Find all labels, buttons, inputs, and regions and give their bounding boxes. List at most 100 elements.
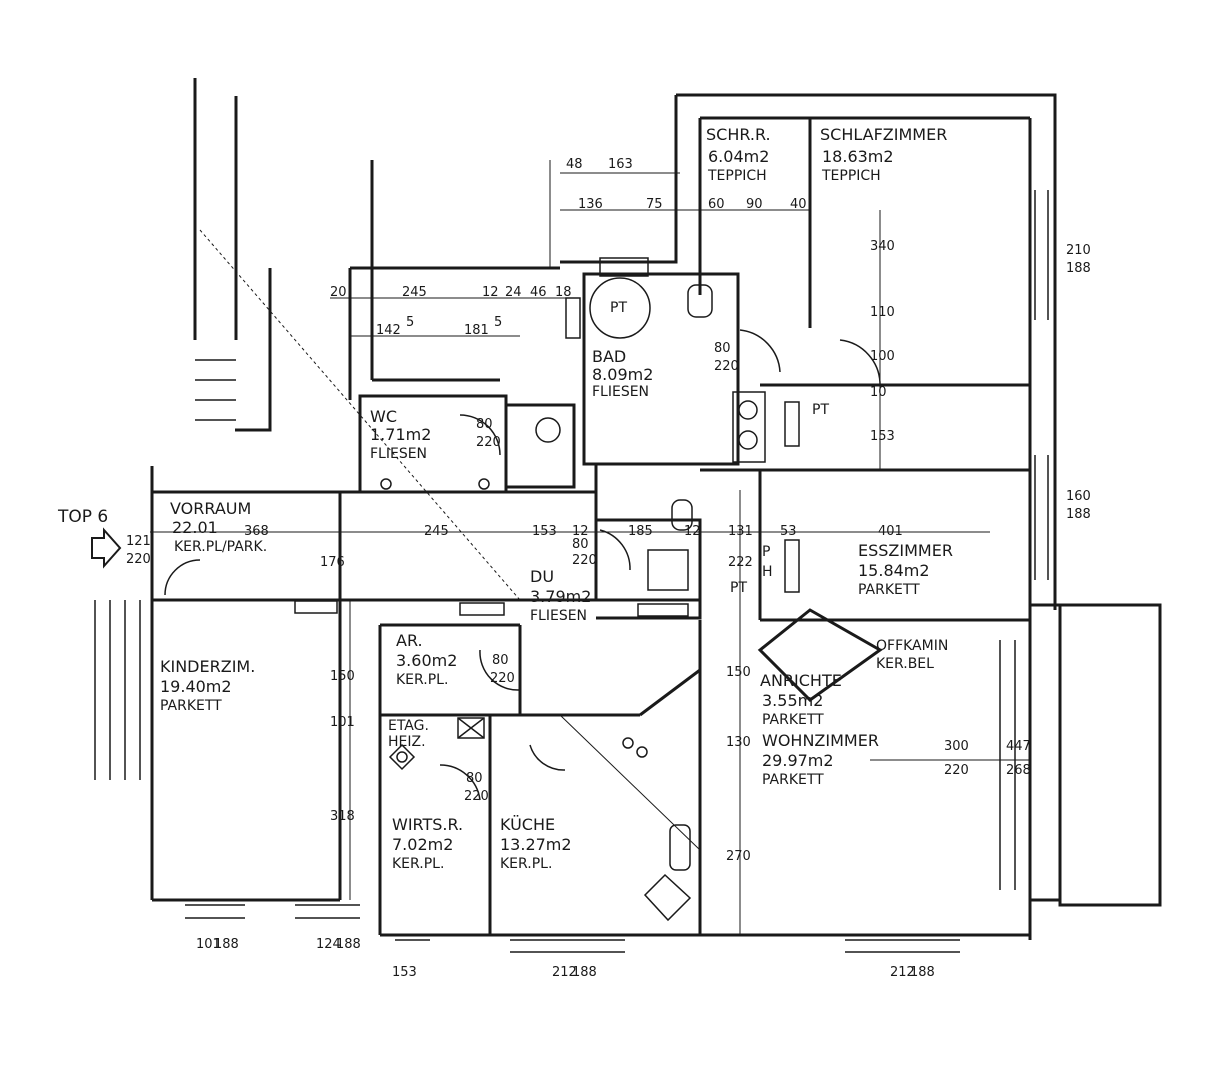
dim-label: 53 [780, 524, 797, 539]
dim-label: 12 [684, 524, 701, 539]
dim-label: 150 [726, 665, 751, 680]
dim-label: 5 [494, 315, 502, 330]
dim-label: 90 [746, 197, 763, 212]
dim-label: 40 [790, 197, 807, 212]
room-ar-area: 3.60m2 [396, 651, 457, 670]
dim-label: 188 [336, 937, 361, 952]
ph-label: P [762, 544, 770, 560]
room-schrank-area: 6.04m2 [708, 147, 769, 166]
dim-label: 220 [714, 359, 739, 374]
room-bad-floor: FLIESEN [592, 384, 649, 400]
dim-label: 101 [196, 937, 221, 952]
dim-label: 212 [890, 965, 915, 980]
dim-label: 368 [244, 524, 269, 539]
dim-label: 46 [530, 285, 547, 300]
room-du-floor: FLIESEN [530, 608, 587, 624]
entrance-arrow-icon [91, 527, 122, 569]
room-du-area: 3.79m2 [530, 587, 591, 606]
dim-label: 142 [376, 323, 401, 338]
windows [94, 190, 1049, 953]
dim-label: 185 [628, 524, 653, 539]
entrance-label: TOP 6 [57, 507, 108, 527]
radiator-icon [294, 600, 338, 614]
dim-label: 401 [878, 524, 903, 539]
dim-label: 270 [726, 849, 751, 864]
h-label: H [762, 564, 773, 580]
wc-bowl-icon [535, 417, 561, 443]
radiator-icon [637, 603, 689, 617]
dim-label: 12 [572, 524, 589, 539]
dimension-lines [150, 160, 1030, 935]
etag-line1: ETAG. [388, 718, 429, 734]
du-toilet-icon [671, 499, 693, 531]
dim-label: 20 [330, 285, 347, 300]
room-wirts-floor: KER.PL. [392, 856, 444, 872]
dim-label: 18 [555, 285, 572, 300]
dim-label: 124 [316, 937, 341, 952]
room-kueche-area: 13.27m2 [500, 835, 572, 854]
etag-line2: HEIZ. [388, 734, 426, 750]
room-wohn-floor: PARKETT [762, 772, 824, 788]
dim-label: 245 [424, 524, 449, 539]
dim-label: 75 [646, 197, 663, 212]
dim-label: 100 [870, 349, 895, 364]
dim-label: 447 [1006, 739, 1031, 754]
room-kinder-area: 19.40m2 [160, 677, 232, 696]
dim-label: 80 [572, 537, 589, 552]
dim-label: 220 [464, 789, 489, 804]
room-ess-floor: PARKETT [858, 582, 920, 598]
dim-label: 210 [1066, 243, 1091, 258]
dim-label: 340 [870, 239, 895, 254]
room-schrank-name: SCHR.R. [706, 125, 771, 144]
dim-label: 48 [566, 157, 583, 172]
stove-icon [643, 873, 692, 922]
pt-label: PT [610, 300, 627, 316]
dim-label: 80 [466, 771, 483, 786]
dim-label: 12 [482, 285, 499, 300]
sink-kitchen-icon [669, 824, 691, 871]
room-schrank-floor: TEPPICH [707, 168, 767, 184]
room-kinder-floor: PARKETT [160, 698, 222, 714]
room-anrichte-area: 3.55m2 [762, 691, 823, 710]
room-schlaf-area: 18.63m2 [822, 147, 894, 166]
dim-label: 153 [532, 524, 557, 539]
kamin-line2: KER.BEL [876, 656, 934, 672]
sink-icon [732, 391, 766, 463]
radiator-icon [565, 297, 581, 339]
dim-label: 10 [870, 385, 887, 400]
dim-label: 245 [402, 285, 427, 300]
radiator-icon [784, 401, 800, 447]
room-schlaf-name: SCHLAFZIMMER [820, 125, 947, 144]
dim-label: 188 [572, 965, 597, 980]
shower-tray-icon [647, 549, 689, 591]
room-wc-area: 1.71m2 [370, 425, 431, 444]
dim-label: 220 [944, 763, 969, 778]
dim-label: 220 [572, 553, 597, 568]
room-wc-floor: FLIESEN [370, 446, 427, 462]
heater-icon [457, 717, 485, 739]
room-ess-name: ESSZIMMER [858, 541, 953, 560]
room-ar-name: AR. [396, 631, 423, 650]
dim-label: 188 [910, 965, 935, 980]
kamin-line1: OFFKAMIN [876, 638, 948, 654]
room-bad-name: BAD [592, 347, 626, 366]
dim-label: 163 [608, 157, 633, 172]
dim-label: 131 [728, 524, 753, 539]
room-kinder-name: KINDERZIM. [160, 657, 255, 676]
dim-label: 110 [870, 305, 895, 320]
room-kueche-name: KÜCHE [500, 815, 555, 834]
room-wirts-area: 7.02m2 [392, 835, 453, 854]
room-du-name: DU [530, 567, 554, 586]
dim-label: 60 [708, 197, 725, 212]
room-schlaf-floor: TEPPICH [821, 168, 881, 184]
dim-label: 220 [490, 671, 515, 686]
doors [164, 329, 881, 801]
dim-label: 222 [728, 555, 753, 570]
room-anrichte-floor: PARKETT [762, 712, 824, 728]
dim-label: 300 [944, 739, 969, 754]
dim-label: 153 [392, 965, 417, 980]
bathtub-round-icon [589, 277, 651, 339]
dim-label: 101 [330, 715, 355, 730]
dim-label: 268 [1006, 763, 1031, 778]
pt-label: PT [812, 402, 829, 418]
